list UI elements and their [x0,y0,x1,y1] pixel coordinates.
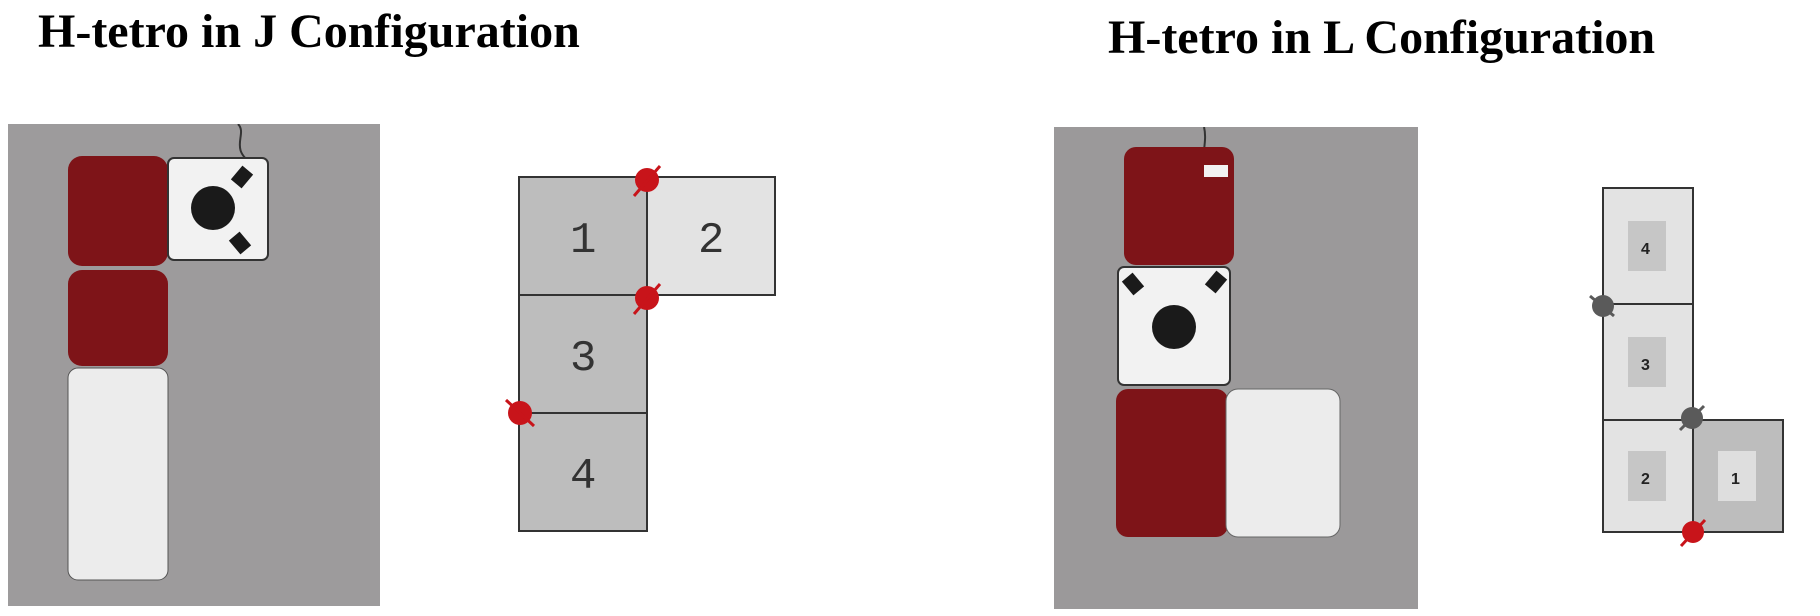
left-panel-title: H-tetro in J Configuration [38,5,580,58]
cell-l-1-label: 1 [1731,471,1740,488]
cell-l-4 [1602,187,1694,305]
hinge-l-bottom [1679,518,1707,548]
hinge-j-left [504,398,536,428]
cell-j-1 [518,176,648,296]
hinge-j-top [632,165,662,197]
cell-j-3 [518,294,648,414]
module-red-top [1124,147,1234,265]
cell-j-1-label: 1 [570,216,596,266]
cell-l-1 [1692,419,1784,533]
robot-photo-l-drawing [1054,127,1418,609]
hinge-j-middle [632,283,662,315]
cell-l-2-label: 2 [1641,471,1650,488]
cell-l-3 [1602,303,1694,421]
cell-j-2-label: 2 [698,216,724,266]
cell-l-3-label: 3 [1641,357,1650,374]
module-red-bottom [1116,389,1228,537]
robot-photo-l [1054,127,1418,609]
control-knob-l [1152,305,1196,349]
robot-photo-j-drawing [8,124,380,606]
module-white-bottom [67,367,169,581]
cell-l-2 [1602,419,1694,533]
cell-j-3-label: 3 [570,334,596,384]
control-knob [191,186,235,230]
hinge-l-middle [1678,404,1706,432]
module-white-right [1225,388,1341,538]
cell-j-4 [518,412,648,532]
cell-l-4-label: 4 [1641,241,1650,258]
module-red-2 [68,270,168,366]
hinge-l-left [1589,294,1615,318]
robot-photo-j [8,124,380,606]
cell-j-4-label: 4 [570,452,596,502]
cell-j-2 [646,176,776,296]
module-red-1 [68,156,168,266]
right-panel-title: H-tetro in L Configuration [1108,11,1656,64]
